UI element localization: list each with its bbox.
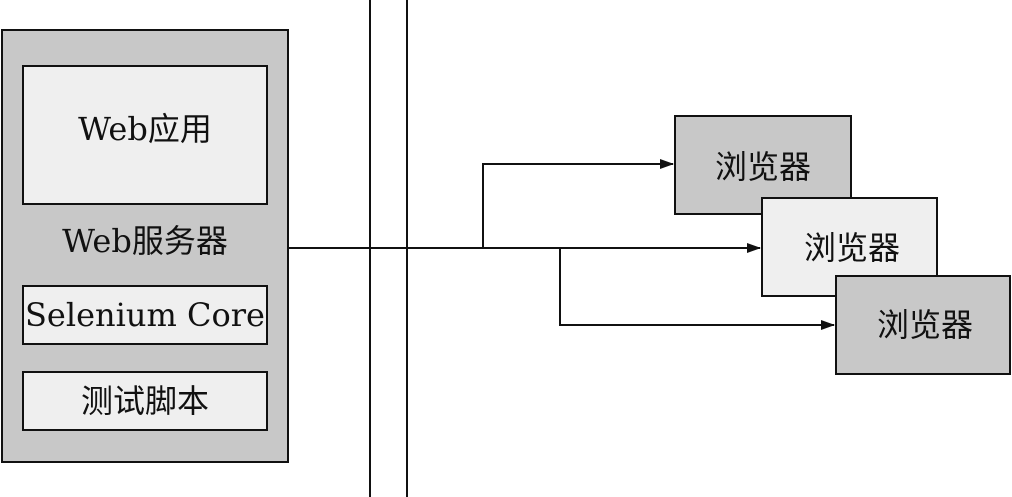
- arrow-to-browser-1: [482, 159, 674, 248]
- browser-label-3: 浏览器: [877, 306, 973, 344]
- test-script-label: 测试脚本: [81, 382, 209, 420]
- browser-label-1: 浏览器: [715, 148, 811, 186]
- selenium-core-box: [22, 285, 268, 345]
- selenium-core-label: Selenium Core: [25, 296, 265, 334]
- web-server-label: Web服务器: [62, 222, 228, 260]
- web-app-box: [22, 65, 268, 205]
- test-script-box: [22, 371, 268, 431]
- browser-label-2: 浏览器: [804, 229, 900, 267]
- web-app-label: Web应用: [78, 110, 212, 148]
- browser-box-3: [835, 275, 1011, 375]
- arrow-to-browser-3: [559, 248, 835, 330]
